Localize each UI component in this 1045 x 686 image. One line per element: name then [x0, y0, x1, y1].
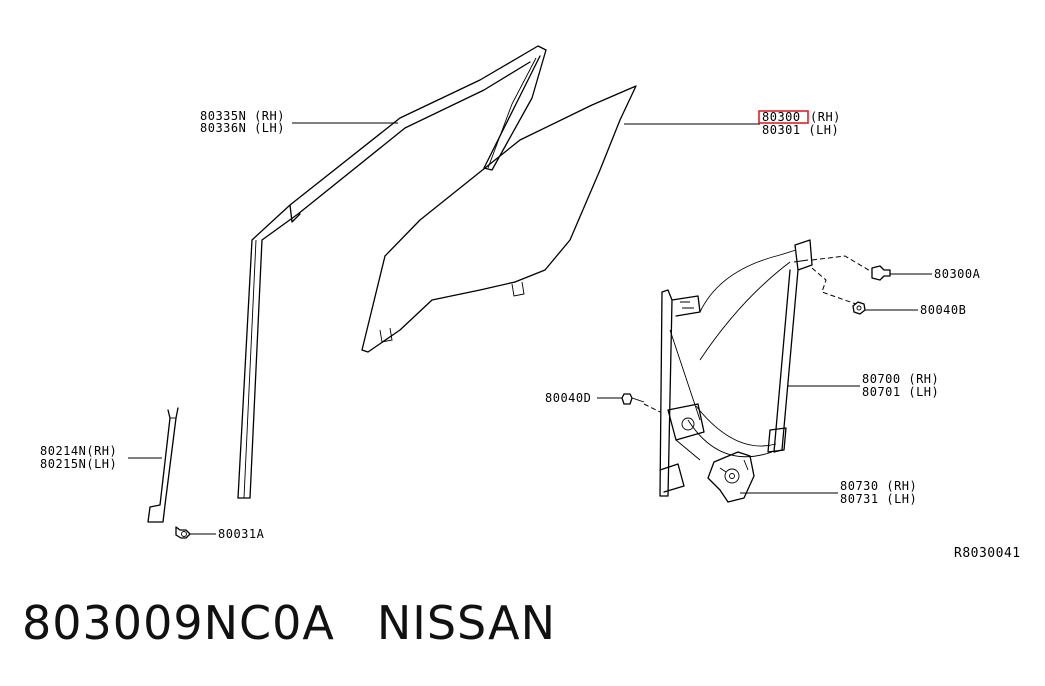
bolt-80300a-part [871, 265, 891, 281]
label-80040b: 80040B [920, 303, 966, 317]
label-80031a: 80031A [218, 527, 265, 541]
clip-part [175, 526, 191, 539]
label-80214n: 80214N(RH) [40, 444, 117, 458]
label-80335n: 80335N (RH) [200, 109, 285, 123]
leader-lines [128, 122, 932, 535]
regulator-motor-part [707, 451, 755, 503]
label-80731: 80731 (LH) [840, 492, 917, 506]
label-80700: 80700 (RH) [862, 372, 939, 386]
label-80336n: 80336N (LH) [200, 121, 285, 135]
part-footer: 803009NC0A NISSAN [22, 596, 598, 650]
part-number: 803009NC0A [22, 596, 335, 650]
bolt-80040d-part [621, 393, 645, 405]
door-sash-part [237, 45, 547, 499]
diagram-reference-code: R8030041 [954, 546, 1021, 561]
label-80215n: 80215N(LH) [40, 457, 117, 471]
door-glass-part [361, 85, 637, 353]
label-80730: 80730 (RH) [840, 479, 917, 493]
label-80701: 80701 (LH) [862, 385, 939, 399]
label-80300a: 80300A [934, 267, 981, 281]
window-regulator-part [659, 239, 813, 497]
label-80040d: 80040D [545, 391, 591, 405]
lower-sash-part [147, 407, 179, 523]
label-80301: 80301 (LH) [762, 123, 839, 137]
label-80300-side: (RH) [810, 110, 841, 124]
highlight-box [758, 110, 809, 124]
label-80300: 80300 [762, 110, 801, 124]
brand-name: NISSAN [376, 596, 556, 650]
